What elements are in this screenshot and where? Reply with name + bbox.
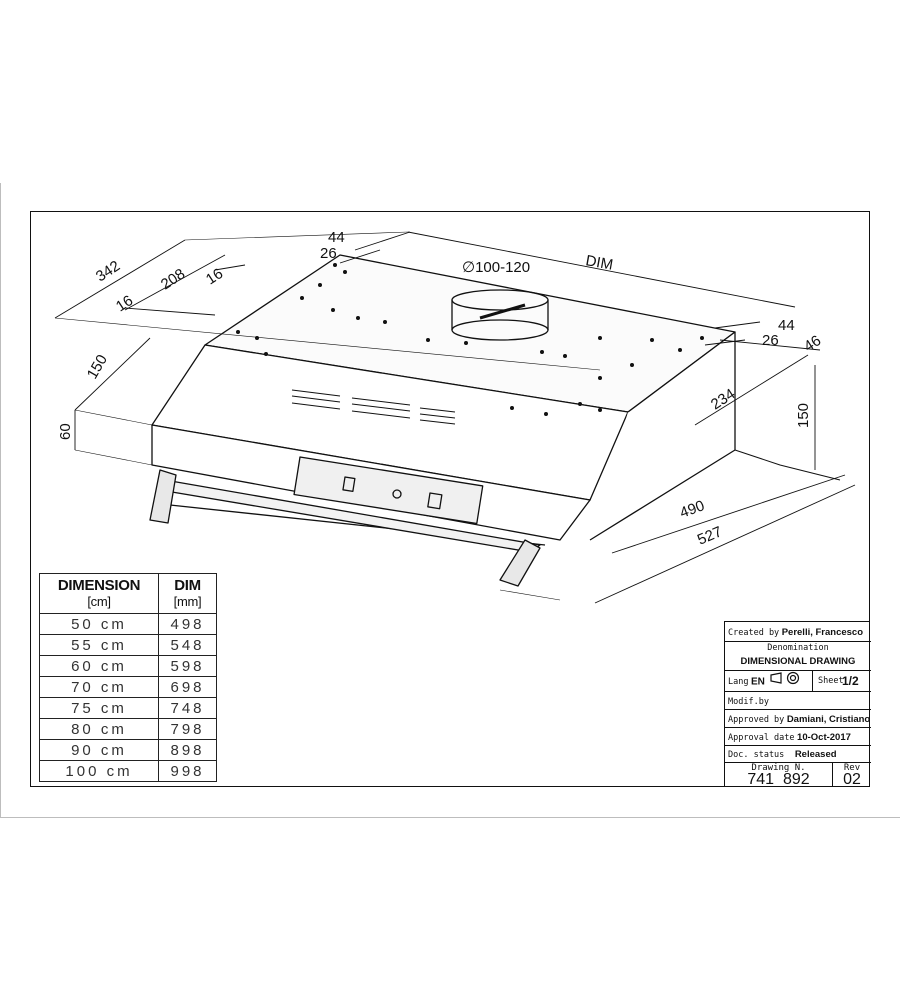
- switch-left: [342, 476, 356, 493]
- page-border: [0, 183, 900, 818]
- dim-line-dim: [407, 231, 796, 308]
- approval-date-row: Approval date 10-Oct-2017: [725, 728, 871, 746]
- ext-line-5: [499, 589, 561, 601]
- lang-sheet-row: Lang EN Sheet 1/2: [725, 671, 871, 692]
- dim-line-44a: [354, 231, 411, 251]
- dim-490: 490: [678, 497, 707, 522]
- dim-line-16b: [214, 264, 246, 271]
- mounting-holes: [236, 263, 704, 416]
- duct-flap: [479, 303, 526, 320]
- dim-line-342: [54, 239, 186, 319]
- projection-icon: [769, 671, 801, 691]
- created-by-row: Created by Perelli, Francesco: [725, 622, 871, 642]
- dim-line-490: [611, 474, 846, 554]
- vent-slots: [291, 389, 456, 425]
- dim-60: 60: [57, 423, 74, 440]
- table-header-dimension: DIMENSION [cm]: [39, 573, 159, 614]
- dim-16b: 16: [203, 265, 226, 288]
- revision-cell: Rev 02: [833, 763, 871, 788]
- dim-527: 527: [695, 523, 725, 548]
- dim-line-44b: [714, 321, 761, 329]
- control-panel: [293, 456, 484, 525]
- title-block: Created by Perelli, Francesco Denominati…: [724, 621, 871, 788]
- dim-26b: 26: [762, 332, 779, 349]
- drawing-number-cell: Drawing N. 741_892: [725, 763, 833, 788]
- ext-line-2: [184, 231, 409, 241]
- drawing-number: 741_892: [747, 771, 810, 788]
- dim-46: 46: [801, 332, 824, 355]
- dim-150b: 150: [795, 403, 812, 428]
- dim-44a: 44: [328, 229, 345, 246]
- dim-26a: 26: [320, 245, 337, 262]
- dim-line-26a: [339, 249, 381, 264]
- dim-dim: DIM: [584, 252, 614, 274]
- switch-right: [427, 492, 443, 510]
- indicator-light: [392, 489, 402, 499]
- dim-44b: 44: [778, 317, 795, 334]
- duct-collar-bottom: [451, 319, 549, 341]
- dim-line-208: [124, 254, 226, 311]
- dim-duct: ∅100-120: [462, 259, 530, 276]
- duct-collar-body: [451, 300, 549, 330]
- ext-line-3: [74, 409, 153, 426]
- dim-342: 342: [93, 257, 123, 285]
- dim-150a: 150: [84, 352, 111, 382]
- hood-right-side: [589, 331, 736, 541]
- dim-line-46: [719, 339, 821, 351]
- denomination-row: Denomination DIMENSIONAL DRAWING: [725, 642, 871, 671]
- dim-line-234: [694, 354, 809, 426]
- ext-line-4: [74, 449, 153, 466]
- modif-row: Modif.by: [725, 692, 871, 710]
- ext-line-1: [54, 317, 601, 371]
- dim-line-16a: [124, 307, 216, 316]
- revision-number: 02: [843, 771, 861, 788]
- table-header-dim: DIM [mm]: [158, 573, 217, 614]
- drawing-frame: [30, 211, 870, 787]
- dim-line-150a: [74, 337, 151, 411]
- wall-line-right: [734, 449, 841, 481]
- right-bracket: [499, 539, 541, 587]
- doc-status-row: Doc. status Released: [725, 746, 871, 763]
- left-bracket: [149, 469, 177, 524]
- dim-line-26b: [704, 339, 746, 346]
- dim-line-527: [594, 484, 856, 604]
- dim-16a: 16: [113, 292, 136, 315]
- approved-by-row: Approved by Damiani, Cristiano: [725, 710, 871, 728]
